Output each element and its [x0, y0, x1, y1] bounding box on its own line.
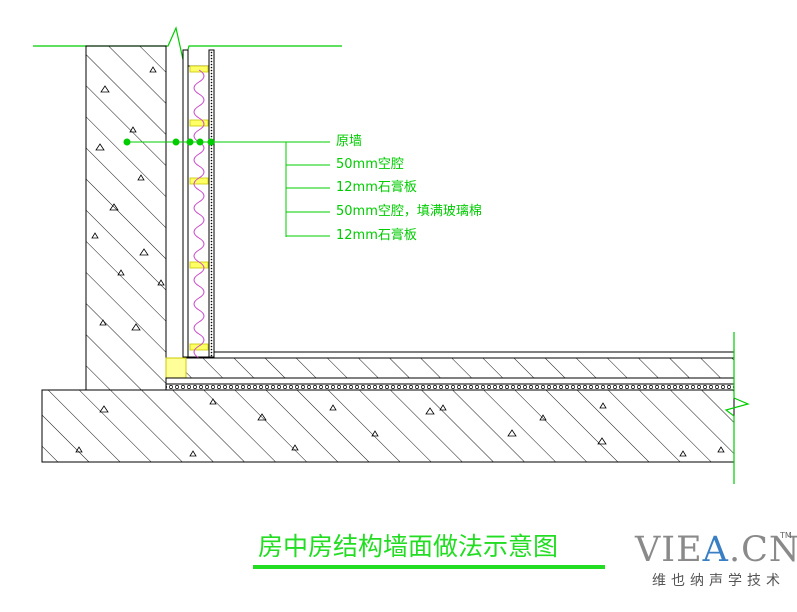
title-underline — [253, 565, 605, 569]
layer-label-gypsum-board-2: 12mm石膏板 — [336, 228, 417, 243]
layer-label-original-wall: 原墙 — [336, 134, 363, 149]
annotation-leader — [123, 138, 330, 237]
base-slab — [41, 389, 735, 463]
logo-tagline: 维也纳声学技术 — [652, 573, 785, 589]
original-concrete-wall — [85, 45, 167, 391]
layer-label-air-cavity: 50mm空腔 — [336, 157, 404, 172]
diagram-title: 房中房结构墙面做法示意图 — [258, 532, 559, 561]
logo-text-accent: A — [702, 530, 729, 570]
layer-label-glass-wool-cavity: 50mm空腔，填满玻璃棉 — [336, 204, 482, 219]
wall-layers — [182, 49, 215, 359]
logo-text-part-2: .CN — [728, 530, 797, 570]
right-break-line — [724, 332, 750, 484]
layer-label-gypsum-board-1: 12mm石膏板 — [336, 180, 417, 195]
floating-floor — [165, 351, 735, 391]
viea-logo: VIEA.CN — [635, 530, 797, 570]
logo-text-part-1: VIE — [635, 530, 703, 570]
logo-trademark: TM — [780, 531, 792, 540]
